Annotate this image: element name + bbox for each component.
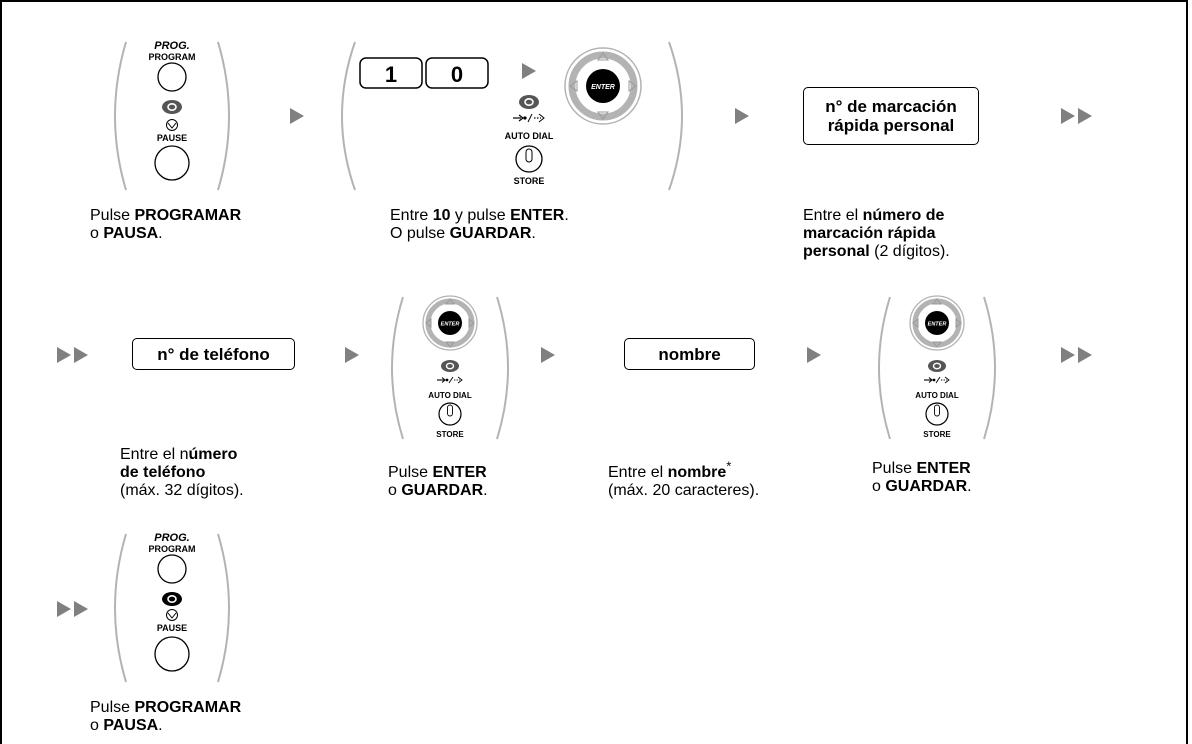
- step2-caption: Entre 10 y pulse ENTER. O pulse GUARDAR.: [390, 207, 569, 242]
- pause-symbol-icon: [166, 119, 178, 131]
- auto-dial-symbol-icon: [437, 376, 463, 384]
- pause-key[interactable]: [154, 636, 190, 672]
- store-key[interactable]: [515, 145, 543, 173]
- step1-caption: Pulse PROGRAMAR o PAUSA.: [90, 207, 242, 242]
- program-pause-keys: PROG. PROGRAM PAUSE: [114, 40, 230, 191]
- navigator-key[interactable]: ENTER: [909, 295, 965, 351]
- key-1-label: 1: [385, 62, 397, 87]
- enter-key-label: ENTER: [441, 322, 460, 328]
- arrow-icon: [345, 347, 359, 363]
- auto-dial-label: AUTO DIAL: [915, 391, 959, 400]
- pause-symbol-icon: [166, 609, 178, 621]
- key-0[interactable]: [425, 57, 489, 89]
- auto-dial-symbol-icon: [513, 113, 545, 123]
- double-arrow-icon: [57, 347, 88, 363]
- step5-caption: Pulse ENTER o GUARDAR.: [388, 464, 488, 499]
- enter-10-store-group: 1 0 AUTO DIAL STORE ENTER: [341, 41, 683, 191]
- o-icon: [928, 360, 946, 372]
- auto-dial-label: AUTO DIAL: [505, 131, 554, 141]
- auto-dial-label: AUTO DIAL: [428, 391, 472, 400]
- o-icon: [519, 95, 539, 109]
- arrow-icon: [290, 108, 304, 124]
- step7-caption: Pulse ENTER o GUARDAR.: [872, 460, 972, 495]
- pause-key[interactable]: [154, 145, 190, 181]
- step6-caption: Entre el nombre* (máx. 20 caracteres).: [608, 458, 760, 499]
- store-key-label: STORE: [514, 176, 545, 186]
- arrow-icon: [807, 347, 821, 363]
- arrow-icon: [522, 63, 536, 79]
- prog-top-label: PROG.: [154, 532, 189, 544]
- program-key[interactable]: [157, 554, 187, 584]
- program-key-label: PROGRAM: [149, 544, 196, 554]
- store-key[interactable]: [925, 402, 949, 426]
- enter-key-label: ENTER: [928, 322, 947, 328]
- store-key-label: STORE: [436, 430, 464, 439]
- double-arrow-icon: [57, 601, 88, 617]
- navigator-key[interactable]: ENTER: [422, 295, 478, 351]
- enter-store-group: ENTER AUTO DIAL STORE: [878, 295, 996, 440]
- o-icon: [441, 360, 459, 372]
- program-key[interactable]: [157, 62, 187, 92]
- step4-caption: Entre el número de teléfono (máx. 32 díg…: [120, 446, 244, 499]
- name-box: nombre: [624, 338, 755, 370]
- step3-caption: Entre el número de marcación rápida pers…: [803, 207, 950, 260]
- o-icon: [162, 592, 182, 606]
- store-key-label: STORE: [923, 430, 951, 439]
- speed-dial-number-box: n° de marcación rápida personal: [803, 87, 979, 145]
- store-key[interactable]: [438, 402, 462, 426]
- phone-number-box: n° de teléfono: [132, 338, 295, 370]
- pause-key-label: PAUSE: [157, 623, 187, 633]
- prog-top-label: PROG.: [154, 40, 189, 52]
- arrow-icon: [541, 347, 555, 363]
- pause-key-label: PAUSE: [157, 133, 187, 143]
- double-arrow-icon: [1061, 108, 1092, 124]
- arrow-icon: [735, 108, 749, 124]
- key-0-label: 0: [451, 62, 463, 87]
- speed-dial-box-line1: n° de marcación: [825, 97, 957, 116]
- speed-dial-box-line2: rápida personal: [827, 116, 955, 135]
- auto-dial-symbol-icon: [924, 376, 950, 384]
- key-1[interactable]: [359, 57, 423, 89]
- enter-key-label: ENTER: [591, 84, 615, 91]
- enter-store-group: ENTER AUTO DIAL STORE: [391, 295, 509, 440]
- navigator-key[interactable]: ENTER: [564, 47, 642, 125]
- double-arrow-icon: [1061, 347, 1092, 363]
- o-icon: [162, 100, 182, 114]
- program-pause-keys: PROG. PROGRAM PAUSE: [114, 532, 230, 683]
- program-key-label: PROGRAM: [149, 52, 196, 62]
- step8-caption: Pulse PROGRAMAR o PAUSA.: [90, 699, 242, 734]
